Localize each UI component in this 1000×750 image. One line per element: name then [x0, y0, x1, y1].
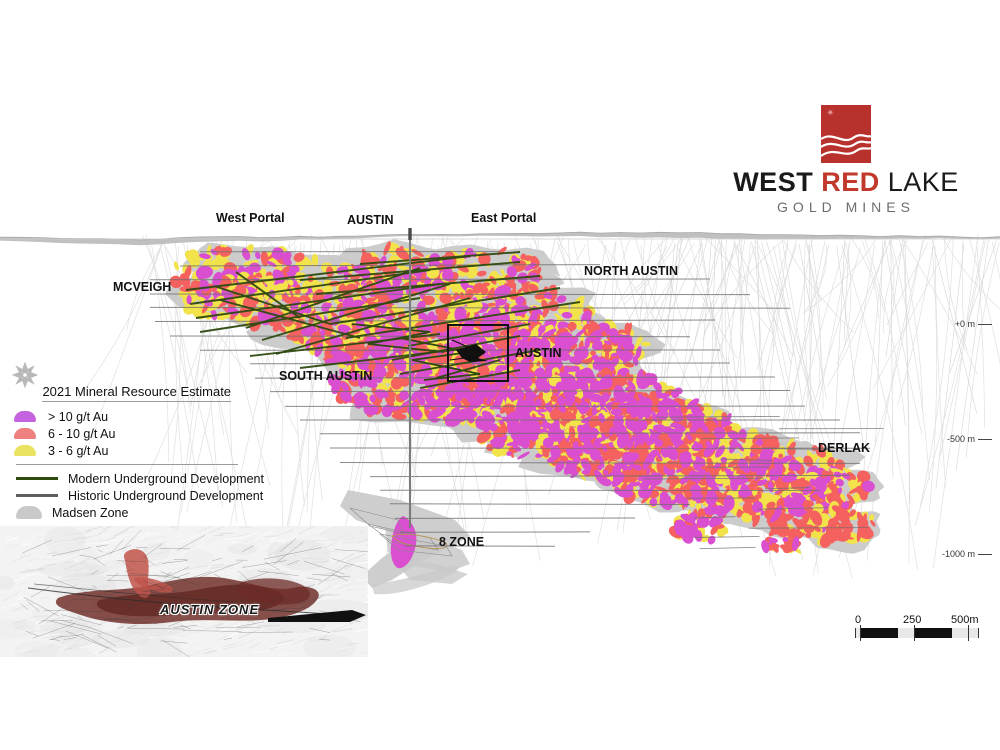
austin-zone-inset-map[interactable]: [0, 526, 368, 657]
legend-label-historic: Historic Underground Development: [68, 488, 264, 503]
inset-label-austin-zone: AUSTIN ZONE: [160, 602, 260, 617]
company-logo: ✴ WEST RED LAKE GOLD MINES: [726, 105, 966, 220]
legend-title: 2021 Mineral Resource Estimate: [42, 384, 232, 402]
legend-divider: [16, 464, 238, 465]
map-legend: 2021 Mineral Resource Estimate > 10 g/t …: [11, 361, 272, 521]
legend-swatch-6-10: [12, 428, 38, 439]
logo-subtitle: GOLD MINES: [777, 199, 915, 215]
logo-word-lake: LAKE: [887, 167, 959, 197]
scale-seg-2: [914, 628, 952, 638]
legend-label-madsen-zone: Madsen Zone: [52, 505, 129, 520]
legend-item-6-10: 6 - 10 g/t Au: [12, 425, 272, 442]
logo-word-west: WEST: [733, 167, 814, 197]
legend-swatch-gt-10: [12, 411, 38, 422]
legend-label-3-6: 3 - 6 g/t Au: [48, 443, 109, 458]
maple-leaf-icon: ✴: [826, 108, 835, 119]
depth-tick-minus-1000: -1000 m: [942, 549, 992, 559]
austin-detail-callout[interactable]: [447, 324, 509, 382]
scale-tick-500: 500m: [951, 614, 979, 626]
legend-swatch-3-6: [12, 445, 38, 456]
north-arrow-compass-icon: [11, 361, 39, 389]
inset-section-arrow: [268, 610, 366, 622]
scale-tick-250: 250: [903, 614, 922, 626]
logo-word-red: RED: [821, 167, 880, 197]
scale-bar: 0 250 500m: [855, 614, 985, 641]
legend-swatch-historic-line: [16, 494, 58, 497]
topographic-surface: [0, 231, 1000, 246]
map-label-austin-mid: AUSTIN: [515, 346, 562, 360]
legend-label-modern: Modern Underground Development: [68, 471, 264, 486]
legend-item-modern: Modern Underground Development: [12, 470, 272, 487]
map-label-north-austin: NORTH AUSTIN: [584, 264, 678, 278]
logo-wordmark: WEST RED LAKE: [726, 167, 966, 198]
legend-item-historic: Historic Underground Development: [12, 487, 272, 504]
legend-item-gt-10: > 10 g/t Au: [12, 408, 272, 425]
scale-gradline-500: [968, 625, 969, 641]
legend-item-madsen-zone: Madsen Zone: [12, 504, 272, 521]
depth-tick-minus-500: -500 m: [947, 434, 992, 444]
scale-bar-track: [855, 625, 979, 641]
legend-swatch-madsen-zone: [16, 506, 42, 519]
map-label-derlak: DERLAK: [818, 441, 871, 455]
map-label-east-portal: East Portal: [471, 211, 537, 225]
map-label-south-austin: SOUTH AUSTIN: [279, 369, 373, 383]
map-label-west-portal: West Portal: [216, 211, 285, 225]
scale-gradline-250: [914, 625, 915, 641]
map-label-austin-top: AUSTIN: [347, 213, 394, 227]
map-canvas: [0, 228, 1000, 628]
legend-item-3-6: 3 - 6 g/t Au: [12, 442, 272, 459]
scale-bar-numbers: 0 250 500m: [855, 614, 985, 628]
legend-label-gt-10: > 10 g/t Au: [48, 409, 109, 424]
map-label-eight-zone: 8 ZONE: [439, 535, 485, 549]
logo-waves-icon: [821, 134, 871, 157]
depth-tick-plus-0: +0 m: [955, 319, 992, 329]
scale-gradline-0: [860, 625, 861, 641]
legend-label-6-10: 6 - 10 g/t Au: [48, 426, 116, 441]
map-label-mcveigh: MCVEIGH: [113, 280, 172, 294]
legend-swatch-modern-line: [16, 477, 58, 480]
logo-mark-icon: ✴: [821, 105, 871, 163]
inset-drill-traces: [20, 529, 368, 657]
scale-tick-0: 0: [855, 614, 862, 626]
inset-canvas: [0, 526, 368, 657]
scale-seg-1: [860, 628, 898, 638]
long-section-map[interactable]: [0, 228, 1000, 628]
